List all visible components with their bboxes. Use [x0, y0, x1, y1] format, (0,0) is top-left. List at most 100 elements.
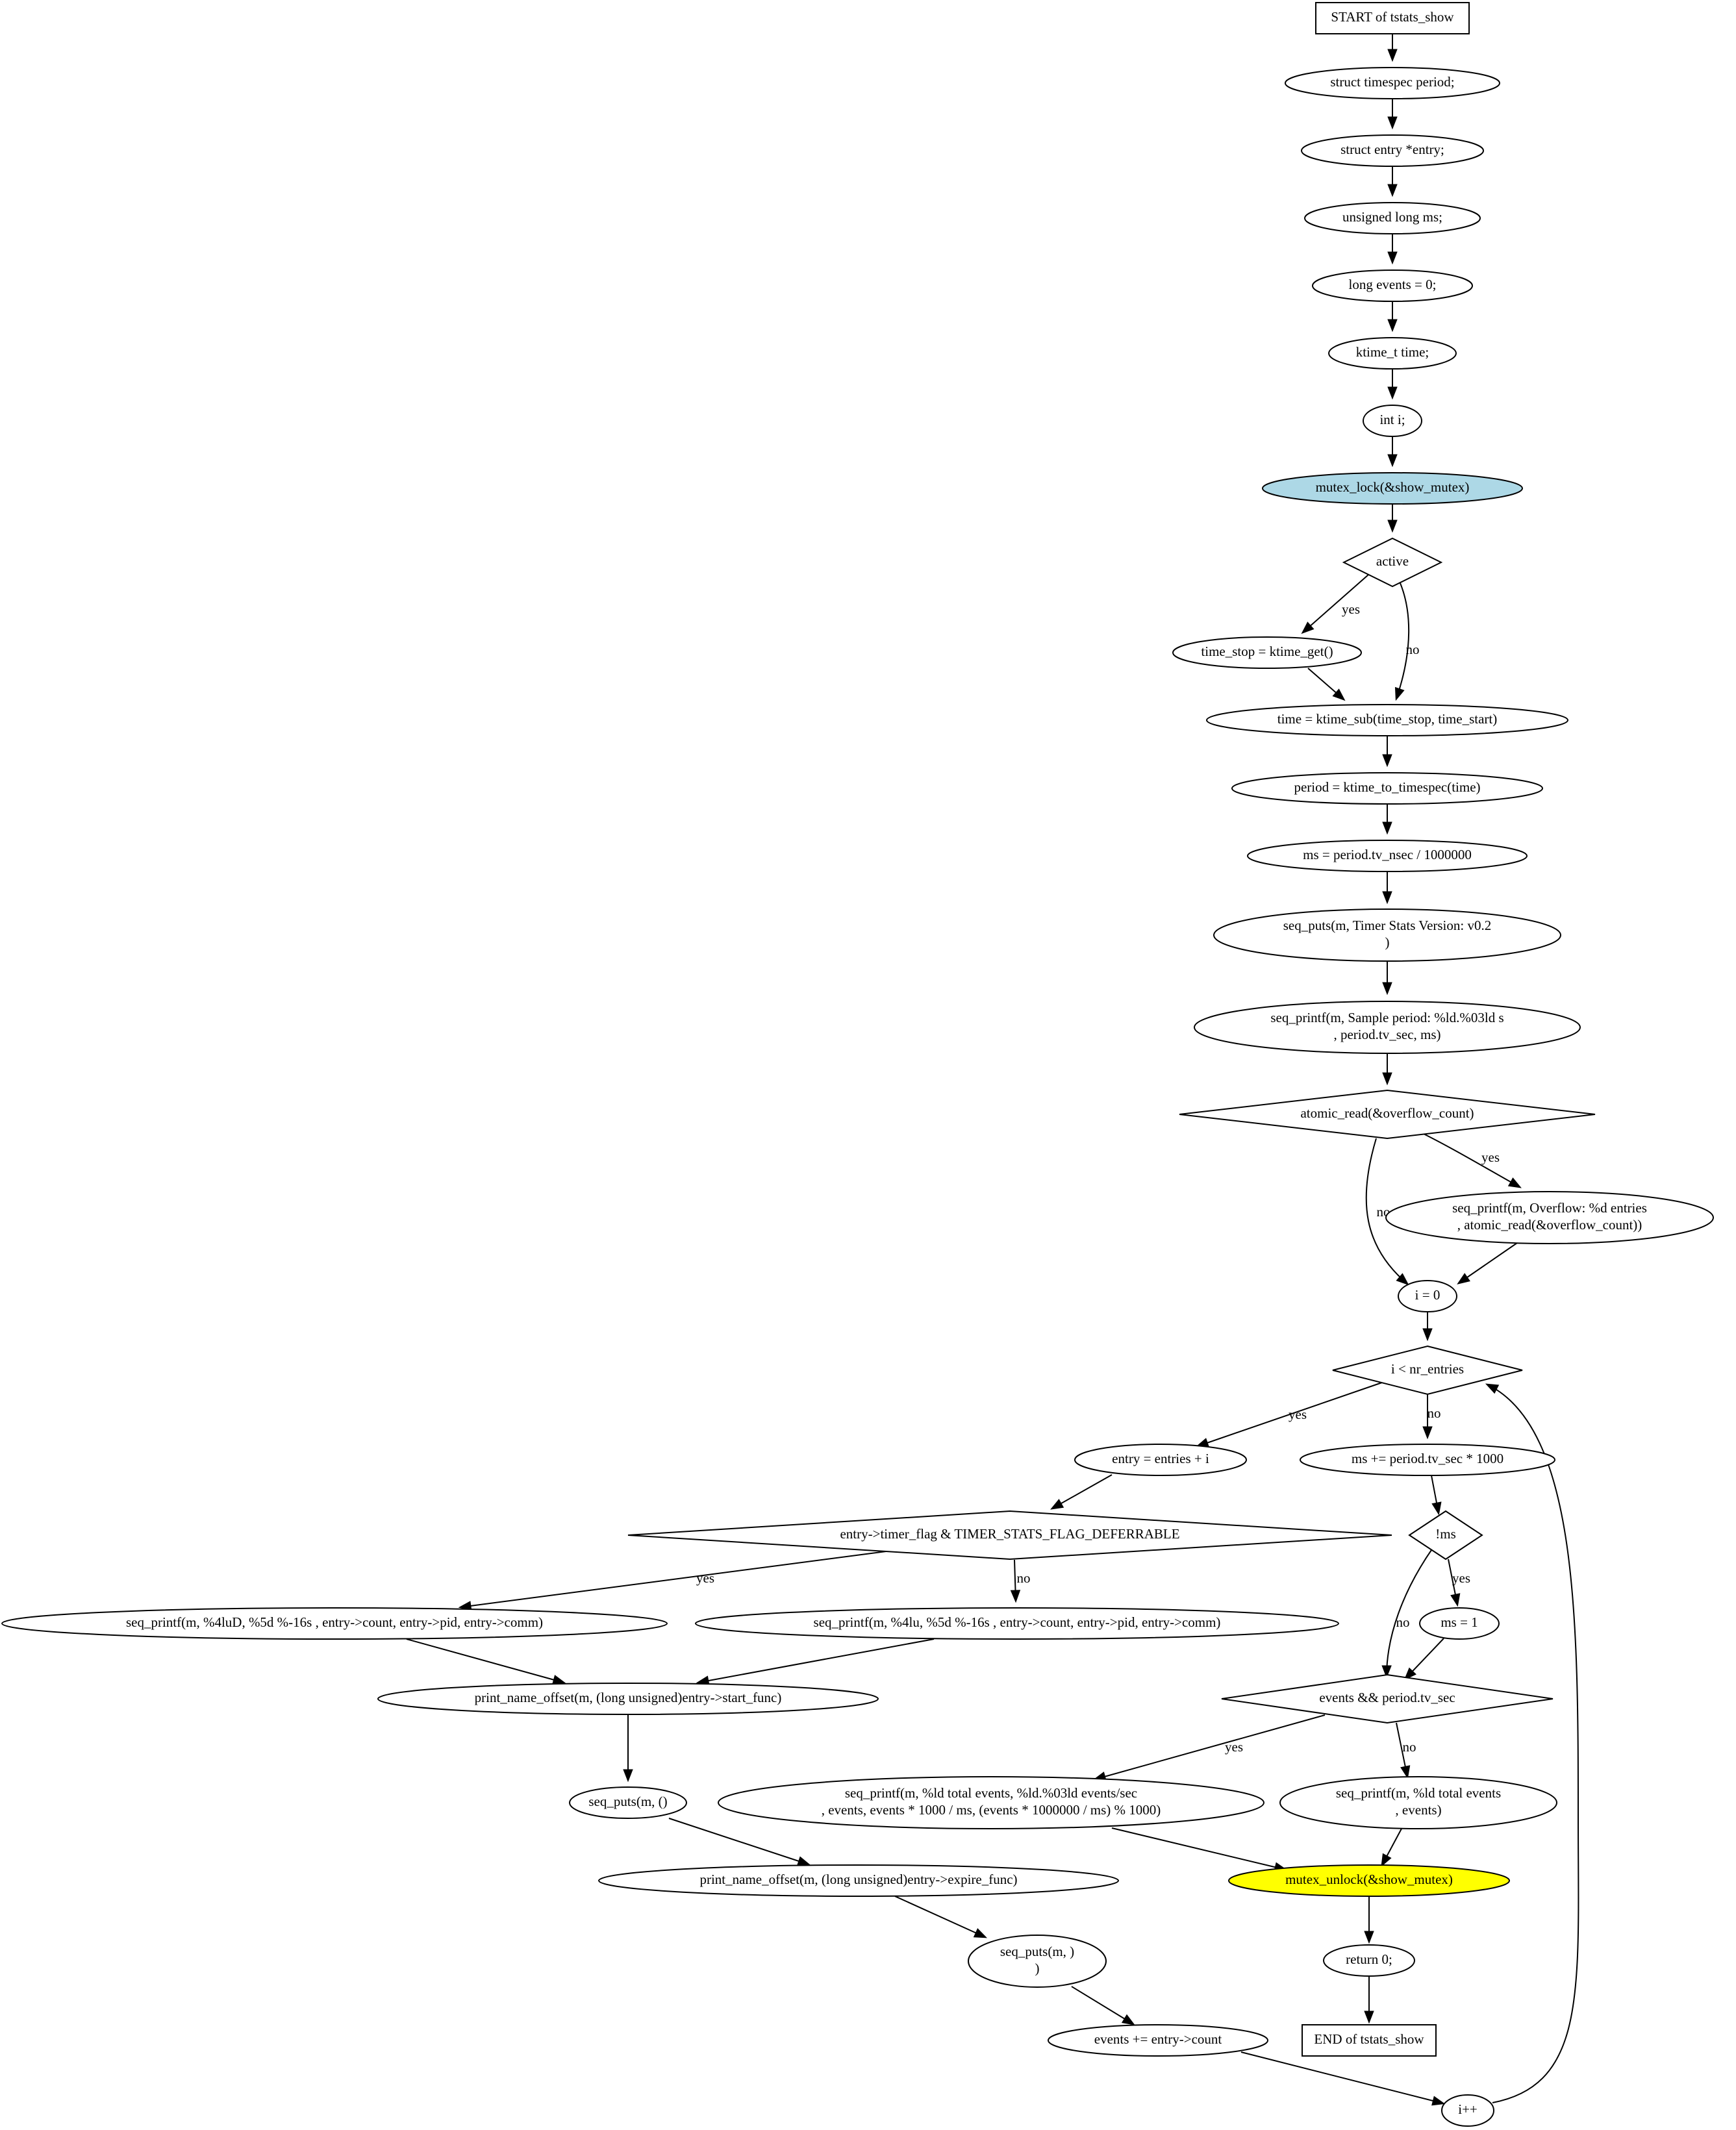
node-n_printf_sample: seq_printf(m, Sample period: %ld.%03ld s… [1194, 1001, 1581, 1054]
edge-n_entry-to-n_ms [1387, 166, 1398, 197]
diamond-shape [1342, 537, 1443, 588]
ellipse-shape [1194, 1001, 1581, 1054]
edge-n_printf_nd-to-n_pno_start [696, 1638, 935, 1686]
node-text: seq_puts(m, Timer Stats Version: v0.2 [1283, 918, 1491, 933]
ellipse-shape [569, 1786, 687, 1819]
node-n_puts_paren: seq_puts(m, () [569, 1786, 687, 1819]
edge-line [1386, 1547, 1433, 1677]
edge-d_loop-to-n_ms_add: no [1422, 1394, 1441, 1440]
edge-label-yes: yes [1452, 1570, 1470, 1586]
edge-n_msdiv-to-n_puts_ver [1382, 871, 1392, 905]
ellipse-shape [1172, 636, 1362, 669]
ellipse-shape [1247, 840, 1528, 872]
ellipse-shape [1228, 1864, 1510, 1897]
edge-label-yes: yes [1342, 601, 1360, 617]
node-n_ms_add: ms += period.tv_sec * 1000 [1300, 1444, 1555, 1476]
edge-label-no: no [1403, 1739, 1416, 1755]
edge-line [1111, 1827, 1286, 1870]
arrowhead [1507, 1177, 1522, 1188]
node-text: seq_printf(m, Sample period: %ld.%03ld s [1270, 1010, 1503, 1025]
node-text: START of tstats_show [1331, 9, 1454, 25]
ellipse-shape [1231, 772, 1543, 805]
node-text: seq_puts(m, ) [1000, 1944, 1074, 1959]
arrowhead [1403, 1667, 1416, 1681]
arrowhead [1050, 1499, 1064, 1510]
arrowhead [1485, 1383, 1500, 1394]
diamond-shape [1408, 1510, 1483, 1560]
arrowhead [796, 1856, 811, 1866]
node-d_loop: i < nr_entries [1332, 1345, 1523, 1396]
edge-n_time-to-n_int [1387, 369, 1398, 400]
arrowhead [1400, 1765, 1411, 1779]
edge-d_events-to-n_printf_total_rate: yes [1092, 1714, 1326, 1782]
arrowhead [1394, 686, 1405, 701]
node-text: time_stop = ktime_get() [1201, 644, 1333, 659]
edge-n_puts_close-to-n_events_add [1071, 1986, 1135, 2025]
edge-d_active-to-n_tstop: yes [1301, 574, 1369, 634]
edge-label-no: no [1428, 1405, 1441, 1421]
edge-n_ms-to-n_events [1387, 234, 1398, 265]
edge-n_period-to-n_entry [1387, 99, 1398, 130]
node-n_pno_expire: print_name_offset(m, (long unsigned)entr… [598, 1864, 1119, 1897]
edge-line [698, 1638, 935, 1683]
arrowhead [552, 1675, 566, 1685]
edge-n_unlock-to-n_return [1364, 1896, 1374, 1944]
node-n_events: long events = 0; [1312, 269, 1473, 302]
arrowhead [1387, 49, 1398, 62]
edge-d_notms-to-n_ms1: yes [1448, 1559, 1470, 1607]
node-text: entry = entries + i [1112, 1451, 1209, 1466]
ellipse-shape [1213, 908, 1561, 962]
ellipse-shape [598, 1864, 1119, 1897]
arrowhead [1387, 386, 1398, 400]
arrowhead [1457, 1273, 1470, 1284]
ellipse-shape [1328, 337, 1457, 370]
node-text: ms += period.tv_sec * 1000 [1352, 1451, 1503, 1466]
node-text: mutex_unlock(&show_mutex) [1285, 1872, 1453, 1887]
ellipse-shape [377, 1683, 879, 1715]
arrowhead [1301, 621, 1315, 634]
node-text: struct timespec period; [1330, 74, 1454, 90]
node-start: START of tstats_show [1315, 2, 1470, 34]
arrowhead [1387, 184, 1398, 197]
edge-n_puts_paren-to-n_pno_expire [668, 1818, 811, 1866]
edge-n_printf_total_rate-to-n_unlock [1111, 1827, 1288, 1872]
edge-n_int-to-n_lock [1387, 436, 1398, 468]
node-d_events: events && period.tv_sec [1221, 1673, 1554, 1724]
edge-start-to-n_period [1387, 34, 1398, 62]
node-text: seq_printf(m, %ld total events [1336, 1785, 1501, 1801]
node-text: events += entry->count [1094, 2031, 1222, 2047]
node-n_inc: i++ [1441, 2094, 1494, 2127]
node-text: unsigned long ms; [1342, 209, 1442, 225]
edge-n_events_add-to-n_inc [1240, 2051, 1446, 2106]
node-text: return 0; [1346, 1951, 1392, 1967]
arrowhead [1431, 1501, 1442, 1516]
ellipse-shape [1363, 405, 1422, 437]
edge-n_printf_sample-to-d_overflow [1382, 1053, 1392, 1086]
node-text: events && period.tv_sec [1319, 1690, 1455, 1705]
box-shape [1315, 2, 1470, 34]
ellipse-shape [1323, 1944, 1415, 1977]
node-n_tospec: period = ktime_to_timespec(time) [1231, 772, 1543, 805]
arrowhead [1382, 891, 1392, 905]
node-n_printf_d: seq_printf(m, %4luD, %5d %-16s , entry->… [1, 1607, 668, 1640]
node-text: , events) [1395, 1802, 1441, 1818]
arrowhead [1387, 116, 1398, 130]
edge-label-no: no [1017, 1570, 1031, 1586]
node-text: time = ktime_sub(time_stop, time_start) [1277, 711, 1497, 727]
diamond-shape [627, 1510, 1392, 1560]
edge-label-yes: yes [1481, 1149, 1500, 1165]
edge-d_deferrable-to-n_printf_d: yes [458, 1550, 892, 1611]
edge-label-no: no [1406, 642, 1420, 657]
arrowhead [1387, 520, 1398, 533]
node-n_lock: mutex_lock(&show_mutex) [1262, 472, 1523, 505]
node-text: !ms [1435, 1526, 1456, 1542]
node-text: , events, events * 1000 / ms, (events * … [822, 1802, 1161, 1818]
node-n_i0: i = 0 [1398, 1280, 1457, 1312]
node-text: entry->timer_flag & TIMER_STATS_FLAG_DEF… [840, 1526, 1179, 1542]
node-text: , period.tv_sec, ms) [1333, 1027, 1440, 1042]
node-d_deferrable: entry->timer_flag & TIMER_STATS_FLAG_DEF… [627, 1510, 1392, 1560]
box-shape [1302, 2024, 1437, 2057]
edge-label-yes: yes [1289, 1407, 1307, 1422]
